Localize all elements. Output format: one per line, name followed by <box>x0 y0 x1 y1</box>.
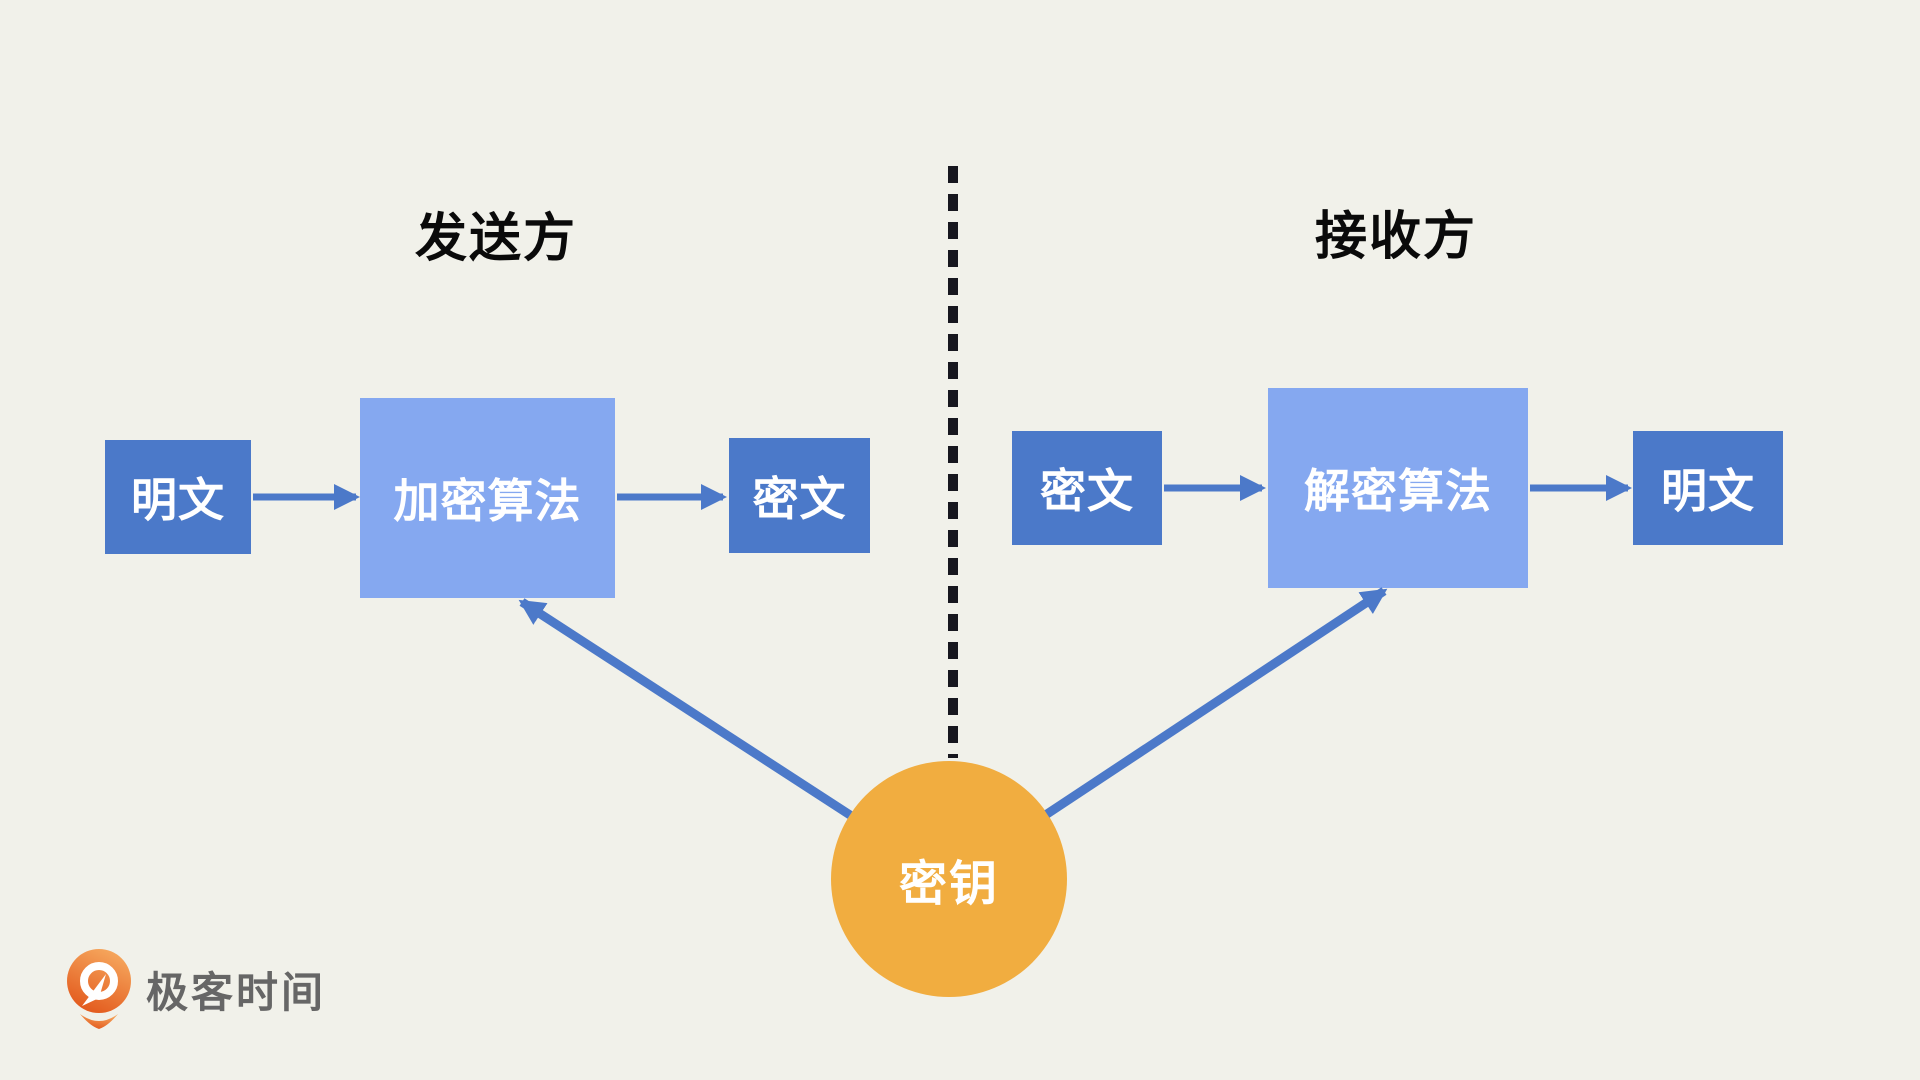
geektime-logo-icon <box>67 949 131 1029</box>
key-node: 密钥 <box>831 761 1067 997</box>
arrow-key-to-encrypt <box>518 598 853 819</box>
node-receiver-plaintext: 明文 <box>1633 431 1783 545</box>
receiver-section-title: 接收方 <box>1314 208 1477 266</box>
node-sender-ciphertext: 密文 <box>729 438 870 553</box>
arrow-key-to-decrypt <box>1044 587 1388 818</box>
sender-section-title: 发送方 <box>414 210 577 268</box>
key-label: 密钥 <box>898 858 999 911</box>
node-encryption-algorithm: 加密算法 <box>360 398 615 598</box>
node-decryption-algorithm: 解密算法 <box>1268 388 1528 588</box>
geektime-logo: 极客时间 <box>66 948 326 1030</box>
node-receiver-ciphertext: 密文 <box>1012 431 1162 545</box>
geektime-logo-text: 极客时间 <box>146 968 327 1016</box>
node-sender-plaintext: 明文 <box>105 440 251 554</box>
